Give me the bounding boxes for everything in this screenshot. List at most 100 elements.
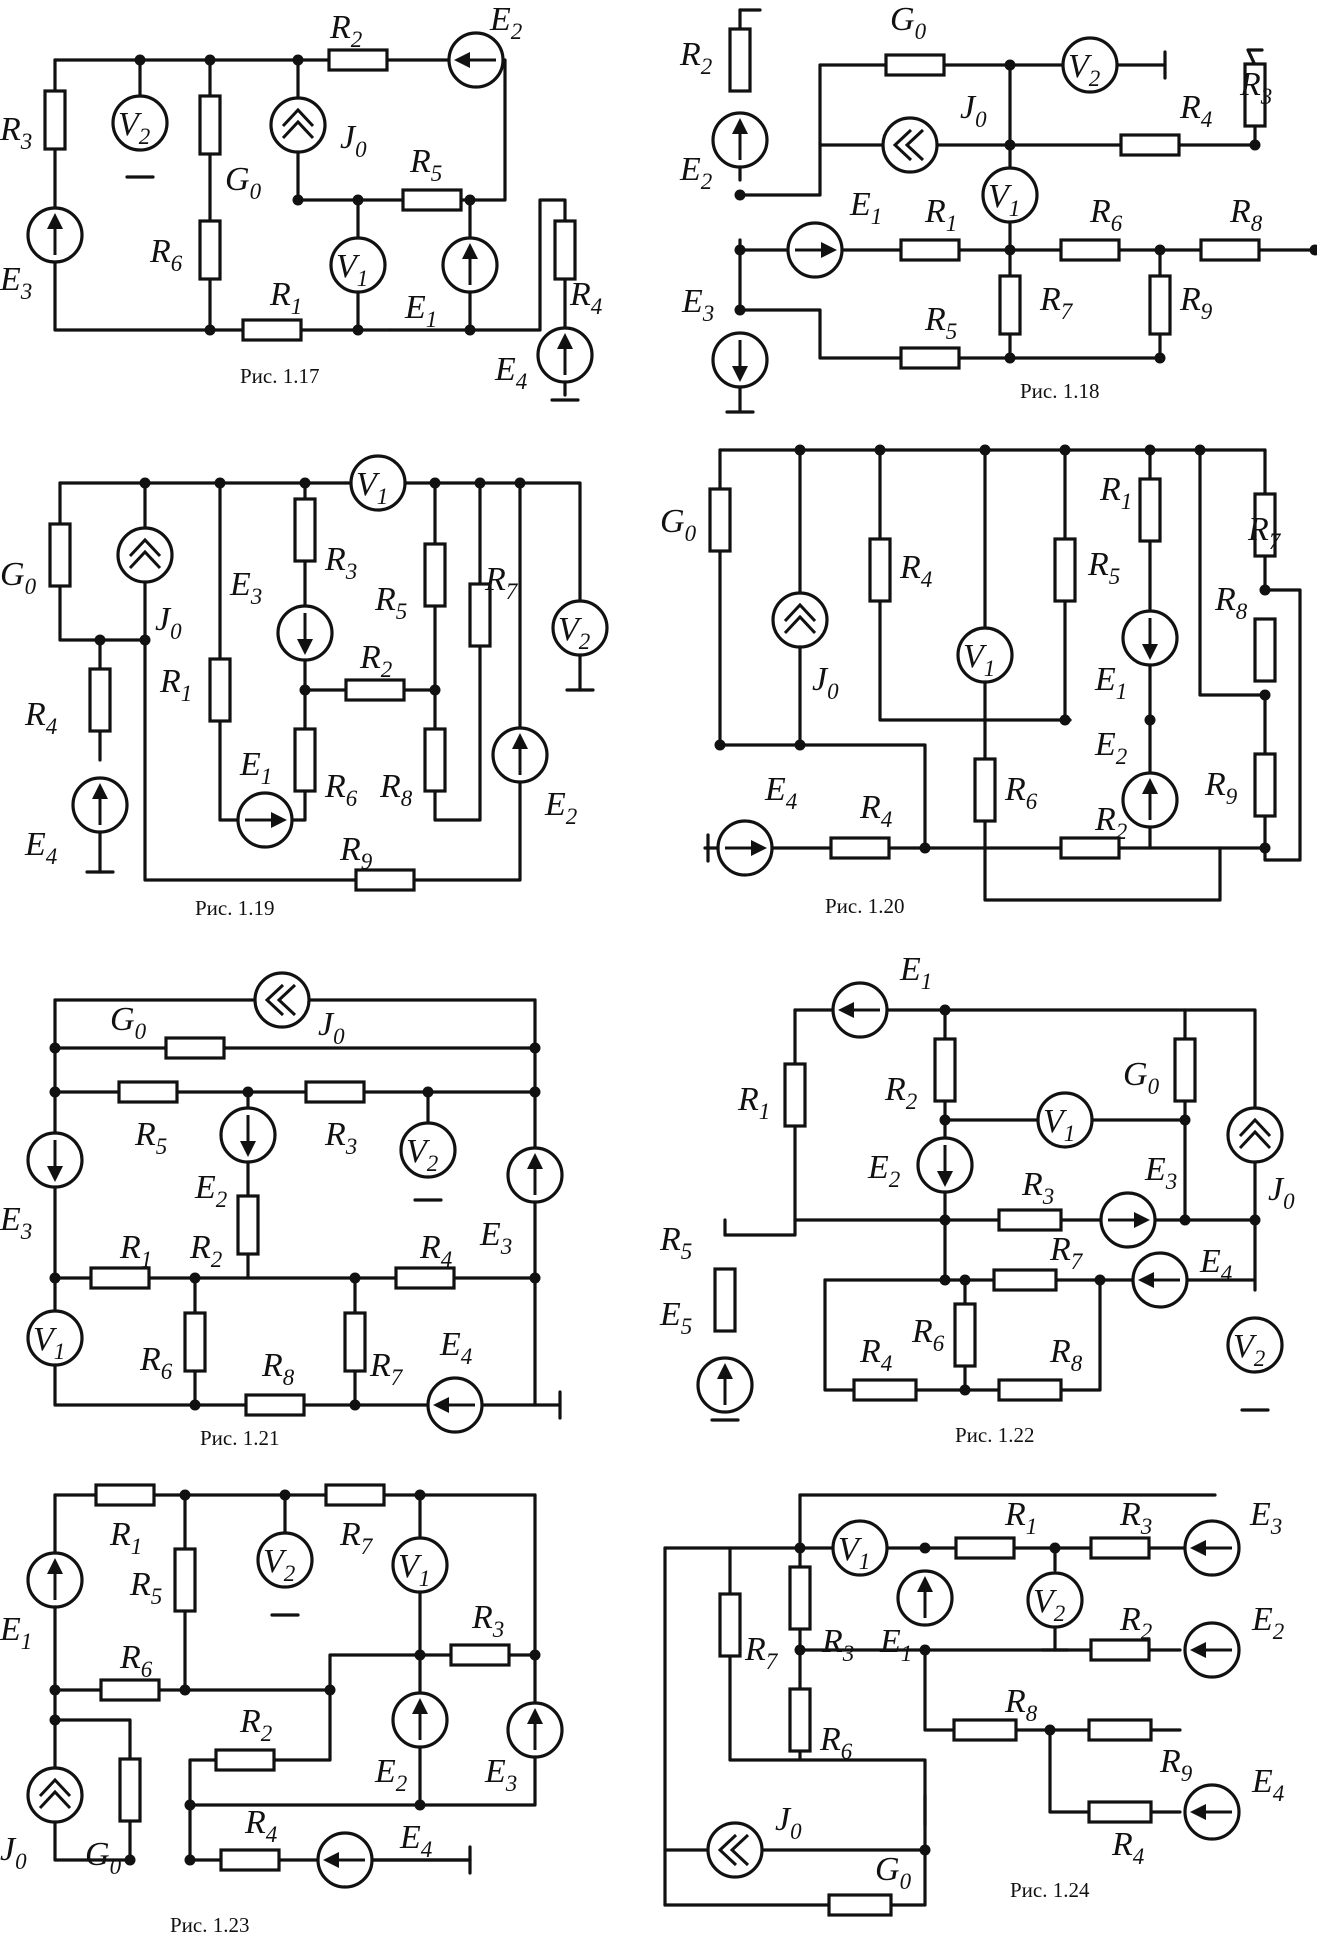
- fig20-label-G0: G0: [660, 503, 697, 546]
- fig20-emf-arrow-head: [1142, 778, 1158, 794]
- fig17-resistor: [43, 89, 67, 151]
- fig17-caption: Рис. 1.17: [240, 364, 320, 388]
- fig21-node-dot: [49, 1086, 61, 1098]
- fig24-emf-arrow-head: [1190, 1804, 1206, 1820]
- fig19-label-R3: R3: [324, 541, 357, 584]
- fig22-node-dot: [959, 1384, 971, 1396]
- fig17-label-E3: E3: [0, 261, 32, 304]
- fig21-label-R6: R6: [139, 1341, 173, 1384]
- circuit-components: [26, 27, 1284, 1917]
- fig23-resistor: [173, 1547, 197, 1613]
- fig18-emf-arrow-head: [732, 366, 748, 382]
- fig19-label-J0: J0: [155, 601, 182, 644]
- fig19-node-dot: [139, 477, 151, 489]
- fig22-resistor: [997, 1378, 1063, 1402]
- fig21-label-R1: R1: [119, 1229, 152, 1272]
- fig18-label-R3: R3: [1239, 66, 1272, 109]
- fig23-node-dot: [414, 1799, 426, 1811]
- fig17-label-E2: E2: [489, 1, 522, 44]
- fig21-node-dot: [349, 1272, 361, 1284]
- fig23-label-G0: G0: [85, 1836, 122, 1879]
- fig24-label-E2: E2: [1251, 1601, 1284, 1644]
- fig20-resistor: [1253, 617, 1277, 683]
- fig20-node-dot: [794, 739, 806, 751]
- fig21-resistor: [183, 1311, 207, 1373]
- fig21-resistor: [343, 1311, 367, 1373]
- fig23-node-dot: [49, 1714, 61, 1726]
- fig22-emf-arrow-head: [937, 1171, 953, 1187]
- fig22-resistor: [997, 1208, 1063, 1232]
- fig18-voltmeter: [1061, 36, 1119, 94]
- fig22-label-R4: R4: [859, 1333, 892, 1376]
- fig19-label-E1: E1: [239, 746, 272, 789]
- fig18-wire: [738, 63, 1092, 197]
- fig20-node-dot: [1144, 444, 1156, 456]
- fig19-resistor: [468, 582, 492, 648]
- fig24-node-dot: [1044, 1724, 1056, 1736]
- fig22-current-source: [1226, 1106, 1284, 1164]
- fig21-voltmeter: [399, 1121, 457, 1179]
- fig21-resistor: [89, 1266, 151, 1290]
- circuit-junctions: [49, 54, 1317, 1866]
- fig18-resistor: [1243, 62, 1267, 128]
- fig18-node-dot: [734, 189, 746, 201]
- fig18-label-R8: R8: [1229, 193, 1263, 236]
- fig24-voltmeter: [1026, 1571, 1084, 1629]
- fig23-label-R3: R3: [471, 1599, 504, 1642]
- fig17-label-R5: R5: [409, 143, 442, 186]
- fig17-label-R6: R6: [149, 233, 183, 276]
- fig22-node-dot: [939, 1114, 951, 1126]
- fig24-wire: [728, 1546, 927, 1827]
- fig20-resistor: [868, 537, 892, 603]
- fig20-node-dot: [1259, 842, 1271, 854]
- fig20-resistor: [1059, 836, 1121, 860]
- fig23-label-V1: V1: [398, 1548, 430, 1591]
- fig23-resistor: [449, 1643, 511, 1667]
- fig23-label-R5: R5: [129, 1566, 162, 1609]
- fig18-node-dot: [1004, 244, 1016, 256]
- fig19-wire: [288, 481, 307, 822]
- fig23-node-dot: [414, 1649, 426, 1661]
- fig23-label-E3: E3: [484, 1753, 517, 1796]
- fig20-label-R8: R8: [1214, 581, 1248, 624]
- fig24-node-dot: [794, 1644, 806, 1656]
- fig20-node-dot: [1194, 444, 1206, 456]
- fig23-node-dot: [529, 1649, 541, 1661]
- fig17-resistor: [198, 94, 222, 156]
- fig24-emf-arrow-head: [1190, 1642, 1206, 1658]
- fig17-node-dot: [134, 54, 146, 66]
- fig17-label-R2: R2: [329, 9, 362, 52]
- fig21-label-R8: R8: [261, 1347, 295, 1390]
- fig22-resistor: [1173, 1037, 1197, 1103]
- fig18-resistor: [728, 27, 752, 93]
- fig18-resistor: [1119, 133, 1181, 157]
- fig18-label-E2: E2: [679, 151, 712, 194]
- fig24-resistor: [1087, 1800, 1153, 1824]
- fig20-resistor: [1053, 537, 1077, 603]
- fig18-label-J0: J0: [960, 89, 987, 132]
- fig17-node-dot: [464, 194, 476, 206]
- fig23-resistor: [219, 1848, 281, 1872]
- fig21-label-J0: J0: [318, 1006, 345, 1049]
- fig24-node-dot: [919, 1644, 931, 1656]
- fig18-label-E3: E3: [681, 283, 714, 326]
- fig17-label-J0: J0: [340, 119, 367, 162]
- fig19-label-R7: R7: [484, 561, 519, 604]
- fig19-node-dot: [139, 634, 151, 646]
- fig17-label-E4: E4: [494, 351, 527, 394]
- fig24-node-dot: [919, 1844, 931, 1856]
- fig22-label-R6: R6: [911, 1313, 945, 1356]
- fig24-node-dot: [794, 1542, 806, 1554]
- fig23-node-dot: [124, 1854, 136, 1866]
- fig22-label-E2: E2: [867, 1149, 900, 1192]
- fig22-wire: [723, 1218, 797, 1237]
- fig20-resistor: [829, 836, 891, 860]
- fig20-node-dot: [919, 842, 931, 854]
- fig17-resistor: [553, 219, 577, 281]
- fig24-label-E1: E1: [879, 1623, 912, 1666]
- fig19-current-chevron: [128, 537, 162, 558]
- fig17-node-dot: [292, 194, 304, 206]
- fig20-wire: [1198, 448, 1267, 697]
- fig18-node-dot: [1004, 352, 1016, 364]
- fig21-resistor: [304, 1080, 366, 1104]
